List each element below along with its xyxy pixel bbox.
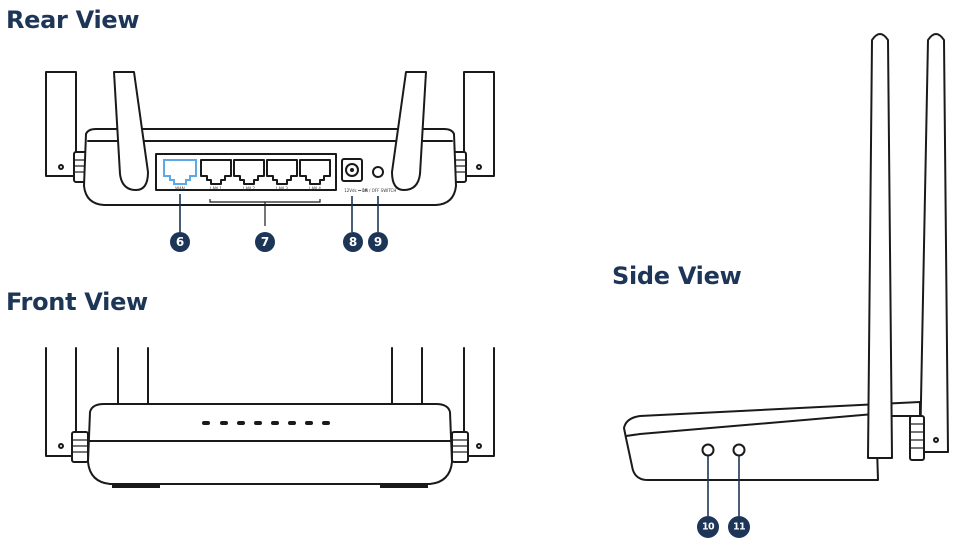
side-antenna-back <box>919 33 949 453</box>
front-foot-left <box>112 484 160 488</box>
lan2-port <box>233 159 265 185</box>
front-hinge-left <box>71 431 89 463</box>
svg-text:11: 11 <box>733 522 745 533</box>
front-foot-right <box>380 484 428 488</box>
led-indicator <box>288 421 296 425</box>
lan4-label: LAN 4 <box>309 186 321 191</box>
side-antenna-front <box>867 33 893 459</box>
side-button-2 <box>732 443 746 457</box>
front-outer-antenna-left <box>45 347 77 457</box>
rear-outer-antenna-left <box>45 71 77 177</box>
callout-11: 11 <box>728 516 750 538</box>
lan2-label: LAN 2 <box>243 186 255 191</box>
front-inner-antenna-right <box>391 347 423 405</box>
led-indicator <box>237 421 245 425</box>
svg-text:8: 8 <box>349 235 357 249</box>
lan4-port <box>299 159 331 185</box>
rear-hinge-screw-left <box>58 164 64 170</box>
side-view-router <box>623 33 949 516</box>
front-view-title: Front View <box>6 288 148 316</box>
callout-6: 6 <box>170 232 190 252</box>
led-indicator <box>254 421 262 425</box>
power-label: 12Vdc ⎓ 1A <box>344 188 368 193</box>
front-view-router <box>45 347 495 488</box>
power-switch <box>372 166 384 178</box>
side-view-title: Side View <box>612 262 742 290</box>
lan1-port <box>200 159 232 185</box>
front-outer-antenna-right <box>463 347 495 457</box>
front-inner-antenna-left <box>117 347 149 405</box>
front-hinge-right <box>451 431 469 463</box>
rear-inner-antenna-right <box>391 71 427 191</box>
svg-text:9: 9 <box>374 235 382 249</box>
led-indicator <box>305 421 313 425</box>
switch-label: ON / OFF SWITCH <box>362 188 397 193</box>
svg-text:6: 6 <box>176 235 184 249</box>
callout-8: 8 <box>343 232 363 252</box>
led-indicator <box>271 421 279 425</box>
side-button-1 <box>701 443 715 457</box>
wan-label: WAN <box>175 186 184 191</box>
callout-7: 7 <box>255 232 275 252</box>
led-indicator <box>220 421 228 425</box>
led-indicator <box>322 421 330 425</box>
callout-10: 10 <box>697 516 719 538</box>
wan-port <box>163 159 197 185</box>
callout-9: 9 <box>368 232 388 252</box>
rear-inner-antenna-left <box>113 71 149 191</box>
rear-outer-antenna-right <box>463 71 495 177</box>
lan1-label: LAN 1 <box>210 186 222 191</box>
side-hinge <box>909 415 925 461</box>
front-body <box>87 403 453 485</box>
lan3-label: LAN 3 <box>276 186 288 191</box>
svg-text:10: 10 <box>702 522 715 533</box>
rear-view-title: Rear View <box>6 6 140 34</box>
rear-view-router: WAN LAN 1 LAN 2 LAN 3 LAN 4 12Vdc ⎓ 1A O… <box>45 71 495 232</box>
lan3-port <box>266 159 298 185</box>
lan-bracket <box>209 199 321 226</box>
svg-text:7: 7 <box>261 235 269 249</box>
front-led-indicators <box>202 421 330 425</box>
led-indicator <box>202 421 210 425</box>
rear-hinge-screw-right <box>476 164 482 170</box>
